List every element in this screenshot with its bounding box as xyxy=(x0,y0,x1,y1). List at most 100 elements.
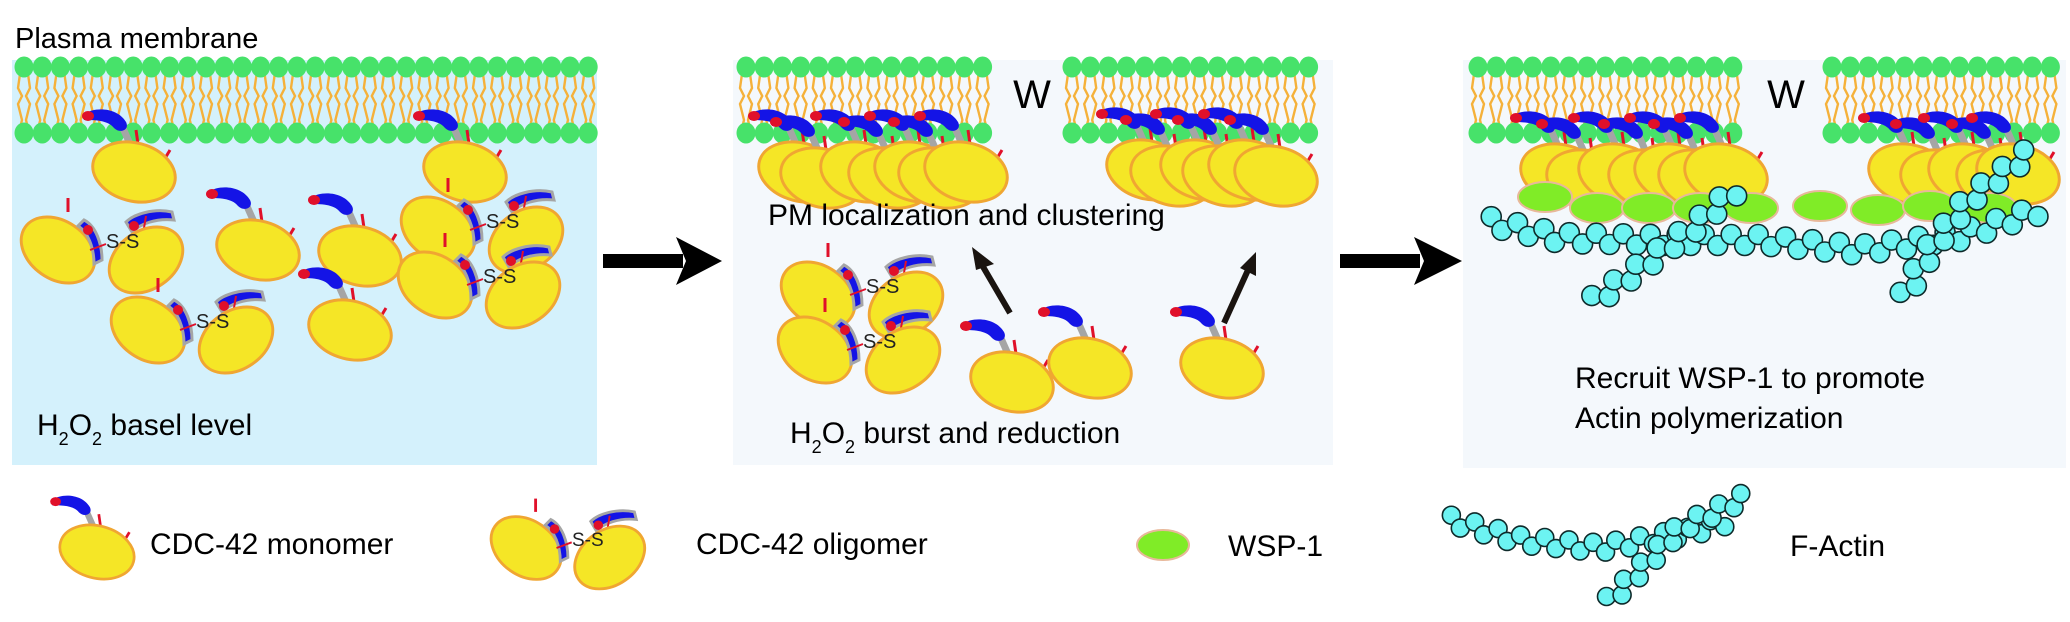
translocation-arrow xyxy=(972,247,1013,315)
lipid-head xyxy=(32,56,52,78)
lipid-head xyxy=(882,56,902,78)
lipid-head xyxy=(32,122,52,144)
wsp1 xyxy=(1517,181,1573,213)
lipid-tail xyxy=(34,73,42,129)
lipid-head xyxy=(232,122,252,144)
wsp1-icon xyxy=(1136,529,1190,561)
lipid-head xyxy=(1822,56,1842,78)
lipid-tail xyxy=(1824,73,1832,129)
actin-monomer xyxy=(2027,205,2049,228)
lipid-head xyxy=(1098,122,1118,144)
lipid-head xyxy=(487,56,507,78)
lipid-head xyxy=(2040,122,2060,144)
lipid-head xyxy=(736,56,756,78)
lipid-tail xyxy=(53,73,60,129)
lipid-tail xyxy=(1218,73,1225,129)
lipid-head xyxy=(754,56,774,78)
lipid-head xyxy=(141,122,161,144)
lipid-head xyxy=(160,56,180,78)
lipid-head xyxy=(141,56,161,78)
lipid-head xyxy=(1299,56,1319,78)
lipid-head xyxy=(936,56,956,78)
lipid-head xyxy=(542,56,562,78)
lipid-head xyxy=(542,122,562,144)
actin-filament xyxy=(1581,185,1748,308)
lipid-tail xyxy=(1832,73,1840,129)
lipid-head xyxy=(736,122,756,144)
lipid-tail xyxy=(1072,73,1080,129)
lipid-head xyxy=(1877,56,1897,78)
wound-label-panel3: W xyxy=(1767,73,1805,117)
lipid-head xyxy=(1208,56,1228,78)
lipid-head xyxy=(1577,122,1597,144)
lipid-head xyxy=(1244,56,1264,78)
arrow-2 xyxy=(1340,237,1462,285)
lipid-head xyxy=(414,56,434,78)
lipid-head xyxy=(1858,122,1878,144)
disulfide-bond-label: S-S xyxy=(486,211,519,233)
lipid-head xyxy=(1895,56,1915,78)
lipid-tail xyxy=(224,73,232,129)
lipid-tail xyxy=(125,73,133,129)
lipid-tail xyxy=(235,73,242,129)
lipid-tail xyxy=(508,73,515,129)
lipid-head xyxy=(378,56,398,78)
lipid-head xyxy=(1577,56,1597,78)
lipid-tail xyxy=(61,73,68,129)
lipid-head xyxy=(1595,56,1615,78)
lipid-head xyxy=(1949,56,1969,78)
lipid-tail xyxy=(315,73,323,129)
lipid-tail xyxy=(1090,73,1098,129)
lipid-head xyxy=(305,122,325,144)
lipid-tail xyxy=(1850,73,1858,129)
wsp1 xyxy=(1621,192,1677,224)
lipid-head xyxy=(87,56,107,78)
lipid-tail xyxy=(297,73,305,129)
lipid-tail xyxy=(180,73,188,129)
lipid-tail xyxy=(79,73,86,129)
lipid-tail xyxy=(1291,73,1298,129)
lipid-head xyxy=(323,56,343,78)
wsp1 xyxy=(1569,192,1625,224)
disulfide-bond-label: S-S xyxy=(483,266,516,288)
lipid-tail xyxy=(461,73,469,129)
lipid-head xyxy=(451,56,471,78)
actin-monomer xyxy=(1725,185,1748,207)
lipid-head xyxy=(918,56,938,78)
disulfide-bond-label: S-S xyxy=(866,276,899,298)
lipid-head xyxy=(269,122,289,144)
lipid-head xyxy=(2040,56,2060,78)
lipid-head xyxy=(1486,56,1506,78)
caption-recruit-line2: Actin polymerization xyxy=(1575,402,1843,435)
lipid-head xyxy=(87,122,107,144)
lipid-head xyxy=(2004,56,2024,78)
lipid-tail xyxy=(1309,73,1316,129)
lipid-head xyxy=(396,56,416,78)
lipid-head xyxy=(1098,56,1118,78)
lipid-head xyxy=(232,56,252,78)
lipid-tail xyxy=(71,73,78,129)
lipid-head xyxy=(178,56,198,78)
lipid-tail xyxy=(526,73,533,129)
lipid-head xyxy=(754,122,774,144)
lipid-head xyxy=(1171,56,1191,78)
wound-label-panel2: W xyxy=(1013,73,1051,117)
lipid-tail xyxy=(1725,73,1733,129)
lipid-head xyxy=(1299,122,1319,144)
lipid-head xyxy=(505,56,525,78)
lipid-head xyxy=(396,122,416,144)
lipid-tail xyxy=(738,73,746,129)
lipid-head xyxy=(196,122,216,144)
lipid-head xyxy=(251,56,271,78)
lipid-tail xyxy=(344,73,351,129)
lipid-head xyxy=(1858,56,1878,78)
lipid-tail xyxy=(471,73,479,129)
disulfide-bond-label: S-S xyxy=(196,311,229,333)
lipid-head xyxy=(1080,56,1100,78)
disulfide-bond-label: S-S xyxy=(572,530,604,551)
lipid-tail xyxy=(216,73,224,129)
lipid-tail xyxy=(534,73,541,129)
lipid-tail xyxy=(746,73,754,129)
lipid-head xyxy=(1486,122,1506,144)
lipid-tail xyxy=(198,73,206,129)
